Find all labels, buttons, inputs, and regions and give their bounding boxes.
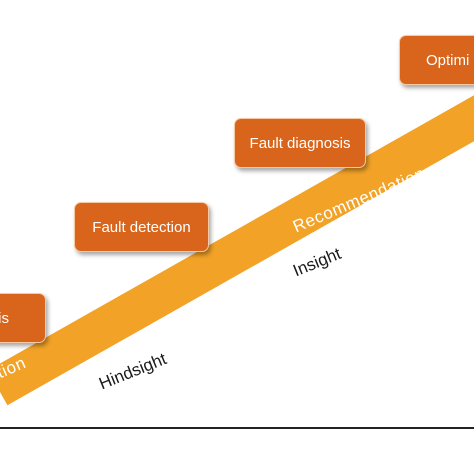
stage-box-optimization: Optimi [399,35,474,85]
stage-box-fault-detection: Fault detection [74,202,209,252]
stage-box-fault-diagnosis-label: Fault diagnosis [249,134,351,152]
label-hindsight: Hindsight [96,349,170,394]
label-insight: Insight [290,243,344,281]
baseline-divider [0,427,474,429]
stage-box-fault-detection-label: Fault detection [92,218,191,236]
stage-box-analysis: is [0,293,46,343]
stage-box-optimization-label: Optimi [426,51,470,69]
stage-box-analysis-label: is [0,309,9,327]
stage-box-fault-diagnosis: Fault diagnosis [234,118,366,168]
